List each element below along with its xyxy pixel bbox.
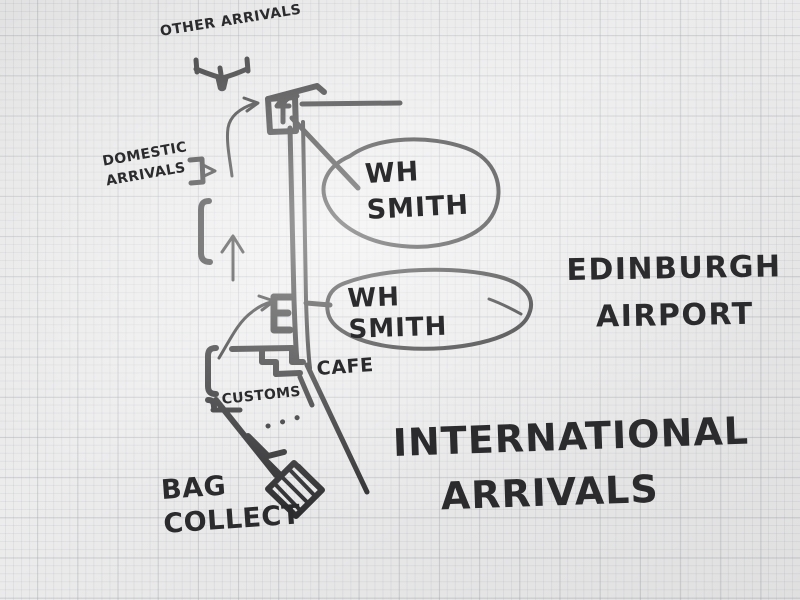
domestic-arrivals-bracket [198,198,213,265]
label-whsmith-lower-line2: SMITH [348,311,448,345]
label-bag-collect-line1: BAG [160,470,228,506]
connector-to-whsmith-lower [303,300,333,308]
corridor-wall-right [301,120,312,370]
page-title-line1: EDINBURGH [566,249,782,288]
shop-unit-mid [270,293,296,334]
right-arrow-icon-domestic [187,156,217,186]
label-whsmith-upper: WH SMITH [364,152,470,229]
cafe-unit [229,345,306,377]
wall-top-horizontal [299,100,403,107]
customs-corridor-right-wall [297,374,315,408]
label-bag-collect: BAG COLLECT [160,464,302,541]
label-whsmith-lower: WH SMITH [347,281,448,346]
airplane-icon [193,56,251,92]
page-title-line2: AIRPORT [595,296,754,335]
page-title: EDINBURGH AIRPORT [566,243,783,341]
wall-diagonal-right [304,362,370,495]
label-cafe: CAFE [316,354,375,380]
customs-dashed-line [265,411,313,429]
heading-line1: INTERNATIONAL [392,408,750,465]
heading-international-arrivals: INTERNATIONAL ARRIVALS [392,404,752,526]
up-arrow-icon-domestic [220,234,245,282]
label-whsmith-upper-line1: WH [364,156,421,190]
curved-arrow-icon-other-arrivals [226,96,260,178]
label-whsmith-lower-line1: WH [347,282,401,314]
label-whsmith-upper-line2: SMITH [365,189,470,226]
whsmith-lower-oval-tail [487,297,523,316]
